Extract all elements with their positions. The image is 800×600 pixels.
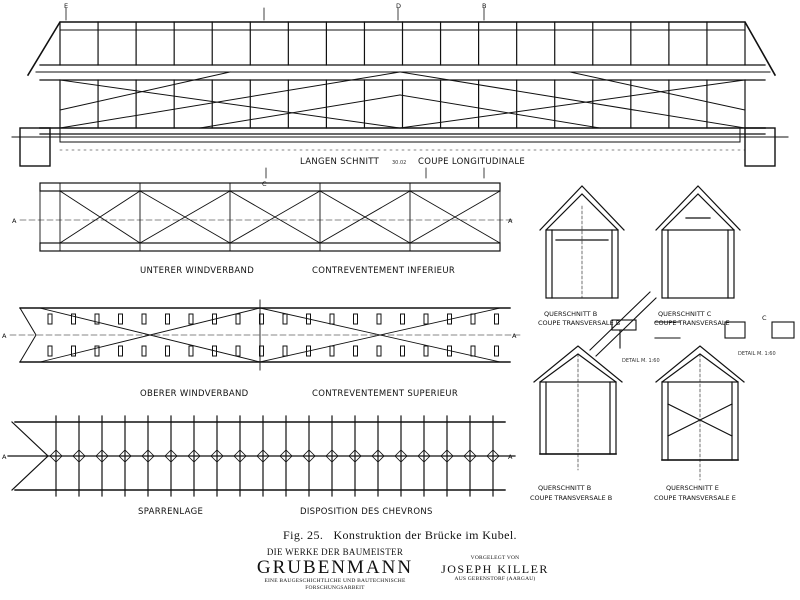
section-mark-b: B bbox=[482, 2, 486, 10]
label-oberer-windverband: OBERER WINDVERBAND bbox=[140, 389, 249, 399]
presented-by: VORGELEGT VON bbox=[470, 555, 520, 561]
label-querschnitt-c: QUERSCHNITT C bbox=[658, 310, 712, 318]
label-detail-2: DETAIL M. 1:60 bbox=[738, 351, 776, 357]
figure-title: Konstruktion der Brücke im Kubel. bbox=[333, 528, 517, 542]
section-mark-a-left-2: A bbox=[2, 332, 7, 340]
section-mark-a-right-1: A bbox=[508, 217, 513, 225]
series-title: DIE WERKE DER BAUMEISTER bbox=[266, 547, 404, 557]
label-sparrenlage: SPARRENLAGE bbox=[138, 507, 203, 517]
section-mark-e: E bbox=[64, 2, 68, 10]
label-unterer-windverband: UNTERER WINDVERBAND bbox=[140, 266, 254, 276]
section-mark-a-left-1: A bbox=[12, 217, 17, 225]
cross-section-b-top bbox=[539, 185, 625, 299]
label-querschnitt-b-bottom: QUERSCHNITT B bbox=[538, 484, 591, 492]
label-contreventement-superieur: CONTREVENTEMENT SUPERIEUR bbox=[312, 389, 458, 399]
section-mark-a-left-3: A bbox=[2, 453, 7, 461]
rafter-layout-plan bbox=[7, 415, 516, 497]
label-disposition-des-chevrons: DISPOSITION DES CHEVRONS bbox=[300, 507, 433, 517]
cross-section-b-bottom bbox=[533, 345, 623, 471]
label-span-dimension: 30.02 bbox=[392, 160, 406, 166]
presenter-name: JOSEPH KILLER bbox=[441, 561, 549, 576]
section-mark-a-right-3: A bbox=[508, 453, 513, 461]
author-name-grubenmann: GRUBENMANN bbox=[256, 557, 414, 578]
label-coupe-longitudinale: COUPE LONGITUDINALE bbox=[418, 157, 525, 167]
label-detail-1: DETAIL M. 1:60 bbox=[622, 358, 660, 364]
cross-section-e bbox=[655, 345, 745, 481]
section-mark-a-right-2: A bbox=[512, 332, 517, 340]
label-coupe-transversale-c: COUPE TRANSVERSALE bbox=[654, 319, 730, 327]
longitudinal-section bbox=[11, 7, 789, 179]
label-langen-schnitt: LANGEN SCHNITT bbox=[300, 157, 380, 167]
figure-number: Fig. 25. bbox=[283, 528, 324, 542]
subtitle-line-2: FORSCHUNGSARBEIT bbox=[305, 584, 365, 591]
figure-caption: Fig. 25. Konstruktion der Brücke im Kube… bbox=[0, 528, 800, 543]
section-mark-c: C bbox=[262, 180, 267, 188]
label-querschnitt-e: QUERSCHNITT E bbox=[666, 484, 719, 492]
detail-rafter-joint bbox=[589, 291, 657, 357]
subtitle-line-1: EINE BAUGESCHICHTLICHE UND BAUTECHNISCHE bbox=[264, 578, 406, 584]
detail-c bbox=[654, 321, 795, 339]
label-coupe-transversale-b-bottom: COUPE TRANSVERSALE B bbox=[530, 494, 612, 502]
label-contreventement-inferieur: CONTREVENTEMENT INFERIEUR bbox=[312, 266, 455, 276]
presenter-origin: AUS GEBENSTORF (AARGAU) bbox=[454, 575, 536, 582]
cross-section-c bbox=[655, 185, 741, 299]
label-detail-letter: C bbox=[762, 314, 767, 322]
label-coupe-transversale-b-top: COUPE TRANSVERSALE B bbox=[538, 319, 620, 327]
credits-block: DIE WERKE DER BAUMEISTER GRUBENMANN EINE… bbox=[240, 547, 430, 591]
presenter-block: VORGELEGT VON JOSEPH KILLER AUS GEBENSTO… bbox=[420, 555, 570, 582]
bridge-construction-drawing: LANGEN SCHNITT 30.02 COUPE LONGITUDINALE… bbox=[2, 2, 795, 517]
label-coupe-transversale-e: COUPE TRANSVERSALE E bbox=[654, 494, 736, 502]
label-querschnitt-b-top: QUERSCHNITT B bbox=[544, 310, 597, 318]
section-mark-d: D bbox=[396, 2, 401, 10]
lower-wind-bracing-plan bbox=[19, 182, 516, 252]
upper-wind-bracing-plan bbox=[9, 299, 521, 371]
